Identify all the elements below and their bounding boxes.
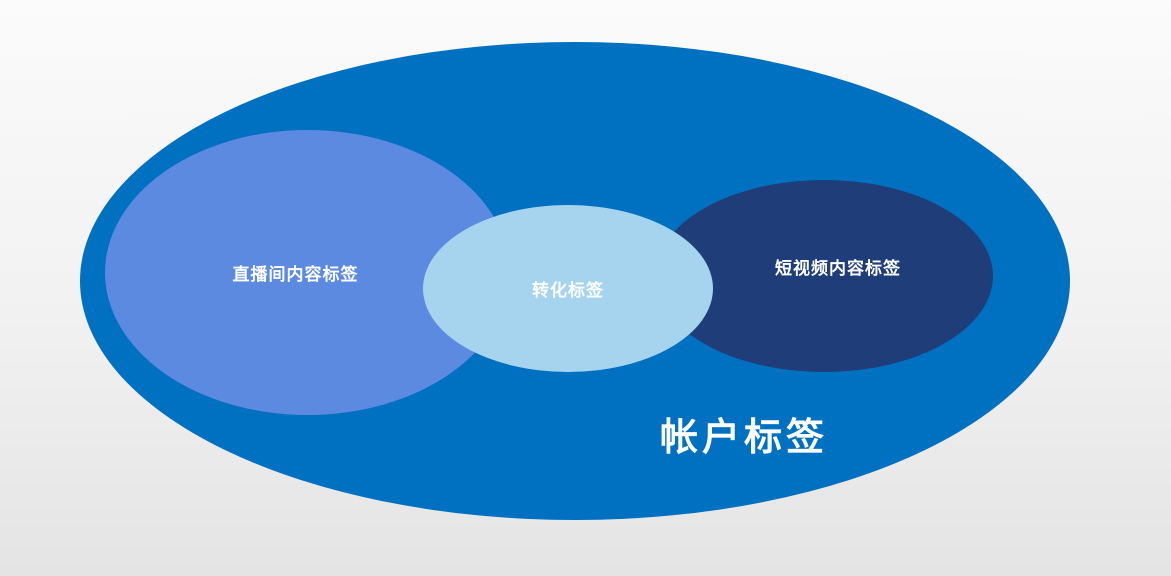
account-tag-label: 帐户标签 <box>660 417 829 459</box>
live-room-content-tag-label: 直播间内容标签 <box>232 265 359 284</box>
short-video-content-tag-ellipse: 短视频内容标签 <box>655 180 993 372</box>
conversion-tag-ellipse: 转化标签 <box>423 205 713 372</box>
short-video-content-tag-label: 短视频内容标签 <box>775 258 901 278</box>
conversion-tag-label: 转化标签 <box>532 281 604 300</box>
